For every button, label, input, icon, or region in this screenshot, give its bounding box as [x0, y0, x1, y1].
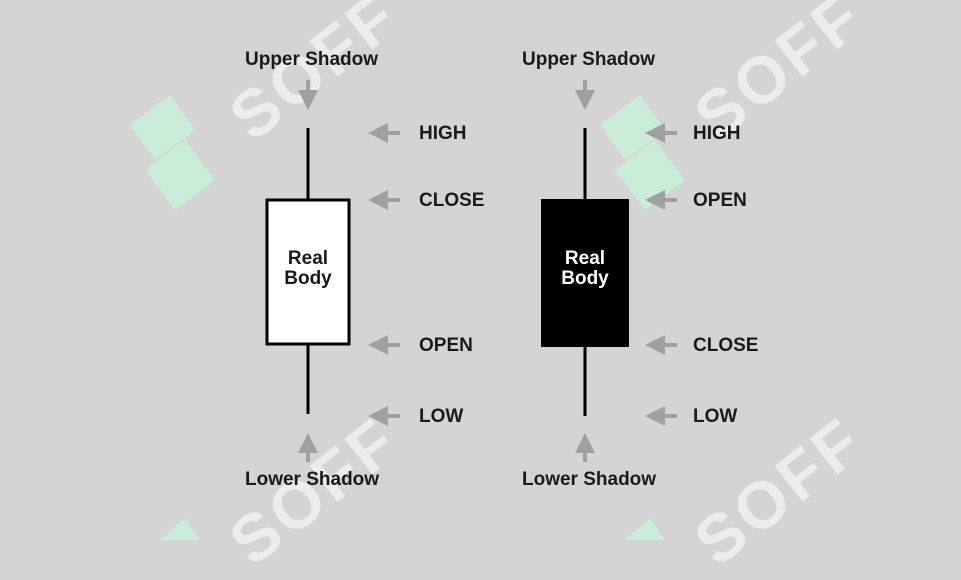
bearish-body-line1: Real — [564, 248, 606, 269]
bearish-upper-shadow-label: Upper Shadow — [522, 49, 656, 70]
bullish-candle — [265, 80, 400, 462]
bullish-level-close: CLOSE — [419, 190, 485, 211]
bullish-lower-shadow-label: Lower Shadow — [245, 469, 380, 490]
bearish-body-label: Real Body — [542, 249, 628, 289]
bearish-lower-shadow-label: Lower Shadow — [522, 469, 657, 490]
watermark-logo-icon — [130, 95, 685, 540]
bearish-level-close: CLOSE — [693, 335, 759, 356]
candlestick-diagram — [265, 80, 677, 462]
bullish-level-open: OPEN — [419, 335, 473, 356]
bullish-level-high: HIGH — [419, 123, 467, 144]
bullish-upper-shadow-label: Upper Shadow — [245, 49, 379, 70]
watermark-logos — [130, 95, 685, 540]
bearish-body-line2: Body — [561, 268, 609, 289]
bearish-level-open: OPEN — [693, 190, 747, 211]
bullish-level-low: LOW — [419, 406, 464, 427]
bullish-body-line2: Body — [284, 268, 332, 289]
bullish-body-line1: Real — [287, 248, 329, 269]
bearish-real-body — [541, 199, 629, 347]
bearish-level-low: LOW — [693, 406, 738, 427]
bearish-level-high: HIGH — [693, 123, 741, 144]
bullish-body-label: Real Body — [267, 249, 349, 289]
bearish-candle — [541, 80, 677, 462]
